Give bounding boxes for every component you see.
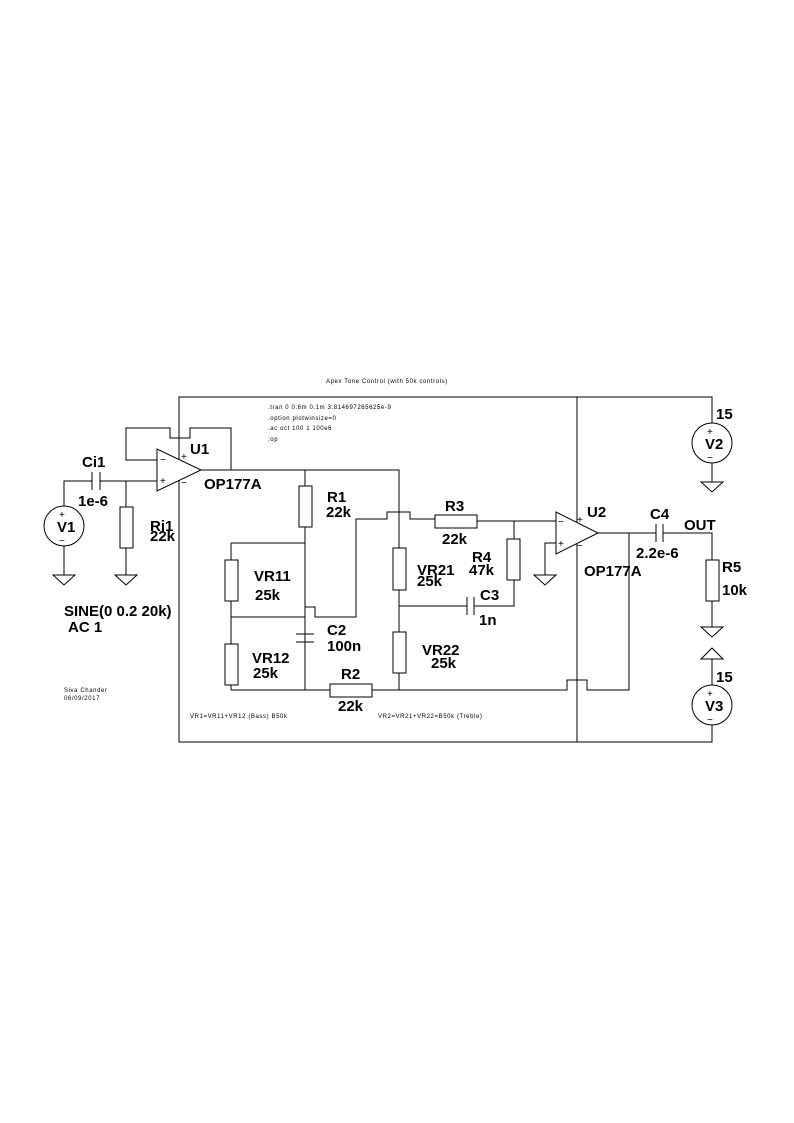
v1-value-line1: SINE(0 0.2 20k)	[64, 603, 172, 620]
note-treble: VR2=VR21+VR22=B50k (Treble)	[378, 714, 483, 720]
wires	[63, 396, 713, 743]
plus-icon: +	[181, 452, 187, 463]
r1-value: 22k	[326, 504, 352, 521]
u2-name: U2	[587, 504, 606, 521]
ground-icon	[113, 574, 139, 586]
spice-directive-option: .option plotwinsize=0	[268, 416, 337, 422]
r3-name: R3	[445, 498, 464, 515]
r2-name: R2	[341, 666, 360, 683]
vr12-name: VR12	[252, 650, 290, 667]
vr22-name: VR22	[422, 642, 460, 659]
r4-name: R4	[472, 549, 492, 566]
potentiometer-vr22[interactable]	[392, 631, 407, 674]
capacitor-c2[interactable]	[296, 633, 314, 643]
plus-icon: +	[160, 476, 166, 487]
ground-icon	[699, 647, 725, 660]
resistor-r4[interactable]	[506, 538, 521, 581]
schematic-title: Apex Tone Control (with 50k controls)	[326, 379, 448, 385]
potentiometer-vr12[interactable]	[224, 643, 239, 686]
resistor-r2[interactable]	[329, 683, 373, 698]
vr11-name: VR11	[254, 568, 291, 585]
v2-name: V2	[705, 436, 723, 453]
spice-directive-ac: .ac oct 100 1 100e6	[268, 426, 332, 432]
c4-name: C4	[650, 506, 670, 523]
v1-name: V1	[57, 519, 75, 536]
c4-value: 2.2e-6	[636, 545, 679, 562]
r4-value: 47k	[469, 562, 495, 579]
minus-icon: −	[558, 517, 564, 528]
minus-icon: −	[59, 536, 65, 547]
plus-icon: +	[707, 689, 713, 700]
minus-icon: −	[707, 715, 713, 726]
note-bass: VR1=VR11+VR12 (Bass) B50k	[190, 714, 288, 720]
v3-name: V3	[705, 698, 723, 715]
ri1-value: 22k	[150, 528, 176, 545]
ground-icon	[699, 481, 725, 493]
voltage-source-v3[interactable]: + −	[691, 684, 733, 726]
r5-name: R5	[722, 559, 741, 576]
r1-name: R1	[327, 489, 346, 506]
ci1-value: 1e-6	[78, 493, 108, 510]
plus-icon: +	[558, 539, 564, 550]
opamp-u2[interactable]: − + + −	[555, 511, 600, 555]
potentiometer-vr21[interactable]	[392, 547, 407, 591]
resistor-r3[interactable]	[434, 514, 478, 529]
plus-icon: +	[707, 427, 713, 438]
minus-icon: −	[160, 455, 166, 466]
ground-icon	[51, 574, 77, 586]
r5-value: 10k	[722, 582, 748, 599]
minus-icon: −	[577, 541, 583, 552]
u2-value: OP177A	[584, 563, 642, 580]
resistor-r5[interactable]	[705, 559, 720, 602]
u1-value: OP177A	[204, 476, 262, 493]
ri1-name: Ri1	[150, 518, 173, 535]
note-date: 06/09/2017	[64, 696, 100, 702]
minus-icon: −	[181, 478, 187, 489]
r2-value: 22k	[338, 698, 364, 715]
vr11-value: 25k	[255, 587, 281, 604]
opamp-u1[interactable]: − + + −	[156, 448, 203, 492]
resistor-ri1[interactable]	[119, 506, 134, 549]
capacitor-ci1[interactable]	[91, 472, 101, 490]
v2-value: 15	[716, 406, 733, 423]
resistor-r1[interactable]	[298, 485, 313, 528]
spice-directive-op: ;op	[268, 437, 278, 443]
plus-icon: +	[577, 515, 583, 526]
spice-directive-tran: .tran 0 0.6m 0.1m 3.814697265625e-9	[268, 405, 391, 411]
v3-value: 15	[716, 669, 733, 686]
vr12-value: 25k	[253, 665, 279, 682]
r3-value: 22k	[442, 531, 468, 548]
minus-icon: −	[707, 453, 713, 464]
capacitor-c4[interactable]	[655, 524, 664, 542]
plus-icon: +	[59, 510, 65, 521]
voltage-source-v1[interactable]: + −	[43, 505, 85, 547]
net-label-out: OUT	[684, 517, 716, 534]
v1-value-line2: AC 1	[68, 619, 102, 636]
ground-icon	[699, 626, 725, 638]
u1-name: U1	[190, 441, 209, 458]
note-author: Siva Chander	[64, 688, 108, 694]
c3-value: 1n	[479, 612, 497, 629]
ground-icon	[532, 574, 558, 586]
voltage-source-v2[interactable]: + −	[691, 422, 733, 464]
vr22-value: 25k	[431, 655, 457, 672]
potentiometer-vr11[interactable]	[224, 559, 239, 602]
c3-name: C3	[480, 587, 499, 604]
c2-name: C2	[327, 622, 346, 639]
vr21-value: 25k	[417, 573, 443, 590]
c2-value: 100n	[327, 638, 361, 655]
vr21-name: VR21	[417, 562, 455, 579]
ci1-name: Ci1	[82, 454, 105, 471]
capacitor-c3[interactable]	[466, 597, 475, 615]
